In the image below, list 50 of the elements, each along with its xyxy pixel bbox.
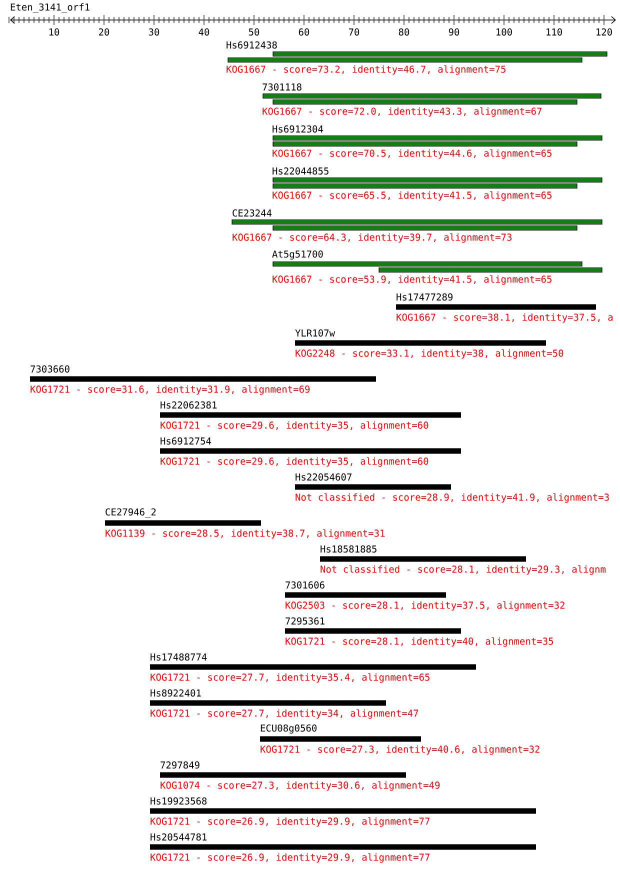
hit-description: KOG1721 - score=31.6, identity=31.9, alignment=69 bbox=[30, 385, 310, 395]
tick-label: 120 bbox=[596, 28, 612, 36]
hit-description: KOG1721 - score=28.1, identity=40, alignment=35 bbox=[286, 637, 554, 647]
hit-description: KOG1667 - score=38.1, identity=37.5, a bbox=[396, 313, 612, 323]
hit-description: Not classified - score=28.9, identity=41.9, alignment=3 bbox=[296, 493, 609, 503]
hit-name: Hs17477289 bbox=[396, 293, 453, 301]
hit-name: Hs20544781 bbox=[150, 833, 207, 841]
tick-label: 40 bbox=[198, 28, 210, 36]
hit-description: KOG1721 - score=27.3, identity=40.6, alignment=32 bbox=[260, 745, 540, 755]
hit-name: ECU08g0560 bbox=[260, 724, 317, 734]
hit-name: Hs22054607 bbox=[296, 473, 352, 481]
hit-name: At5g51700 bbox=[272, 250, 323, 260]
hit-description: KOG1667 - score=64.3, identity=39.7, alignment=73 bbox=[232, 233, 512, 243]
hit-description: KOG1721 - score=27.7, identity=35.4, alignment=65 bbox=[150, 673, 430, 683]
hit-name: CE23244 bbox=[232, 209, 272, 217]
hit-name: 7301118 bbox=[262, 83, 302, 91]
hit-name: Hs17488774 bbox=[150, 653, 207, 661]
hit-name: Hs22044855 bbox=[272, 167, 328, 175]
hit-description: KOG1721 - score=29.6, identity=35, alignment=60 bbox=[160, 421, 428, 431]
hit-description: KOG1667 - score=65.5, identity=41.5, alignment=65 bbox=[272, 191, 552, 201]
hit-description: Not classified - score=28.1, identity=29.3, alignm bbox=[320, 565, 606, 575]
hit-name: Hs6912754 bbox=[160, 437, 212, 445]
hit-description: KOG1721 - score=27.7, identity=34, alignment=47 bbox=[150, 709, 418, 719]
hit-description: KOG1667 - score=72.0, identity=43.3, alignment=67 bbox=[262, 107, 542, 117]
hit-description: KOG1667 - score=73.2, identity=46.7, alignment=75 bbox=[226, 65, 506, 75]
hit-name: Hs19923568 bbox=[150, 797, 207, 805]
tick-label: 10 bbox=[49, 28, 60, 36]
hit-name: 7295361 bbox=[286, 617, 324, 625]
hit-description: KOG1667 - score=53.9, identity=41.5, alignment=65 bbox=[272, 275, 552, 285]
hit-name: CE27946_2 bbox=[106, 508, 156, 518]
hit-description: KOG1074 - score=27.3, identity=30.6, alignment=49 bbox=[160, 781, 440, 791]
tick-label: 20 bbox=[98, 28, 110, 36]
hit-description: KOG1721 - score=26.9, identity=29.9, alignment=77 bbox=[150, 817, 430, 827]
hit-name: 7297849 bbox=[160, 761, 200, 769]
sequence-title: Eten_3141_orf1 bbox=[10, 3, 90, 13]
hit-name: Hs18581885 bbox=[320, 545, 376, 553]
tick-label: 30 bbox=[148, 28, 160, 36]
hit-name: Hs6912438 bbox=[226, 41, 277, 49]
hit-description: KOG1721 - score=29.6, identity=35, alignment=60 bbox=[160, 457, 428, 467]
hit-name: 7301606 bbox=[286, 581, 324, 589]
hit-name: Hs22062381 bbox=[160, 401, 217, 409]
hit-name: Hs8922401 bbox=[150, 689, 201, 697]
hit-description: KOG1721 - score=26.9, identity=29.9, alignment=77 bbox=[150, 853, 430, 863]
hit-name: 7303660 bbox=[30, 365, 70, 373]
hit-name: YLR107w bbox=[295, 329, 336, 337]
hit-description: KOG2248 - score=33.1, identity=38, alignment=50 bbox=[296, 349, 564, 359]
hit-name: Hs6912304 bbox=[272, 125, 324, 133]
hit-description: KOG2503 - score=28.1, identity=37.5, alignment=32 bbox=[286, 601, 564, 611]
hit-description: KOG1139 - score=28.5, identity=38.7, alignment=31 bbox=[106, 529, 385, 539]
hit-description: KOG1667 - score=70.5, identity=44.6, alignment=65 bbox=[272, 149, 552, 159]
